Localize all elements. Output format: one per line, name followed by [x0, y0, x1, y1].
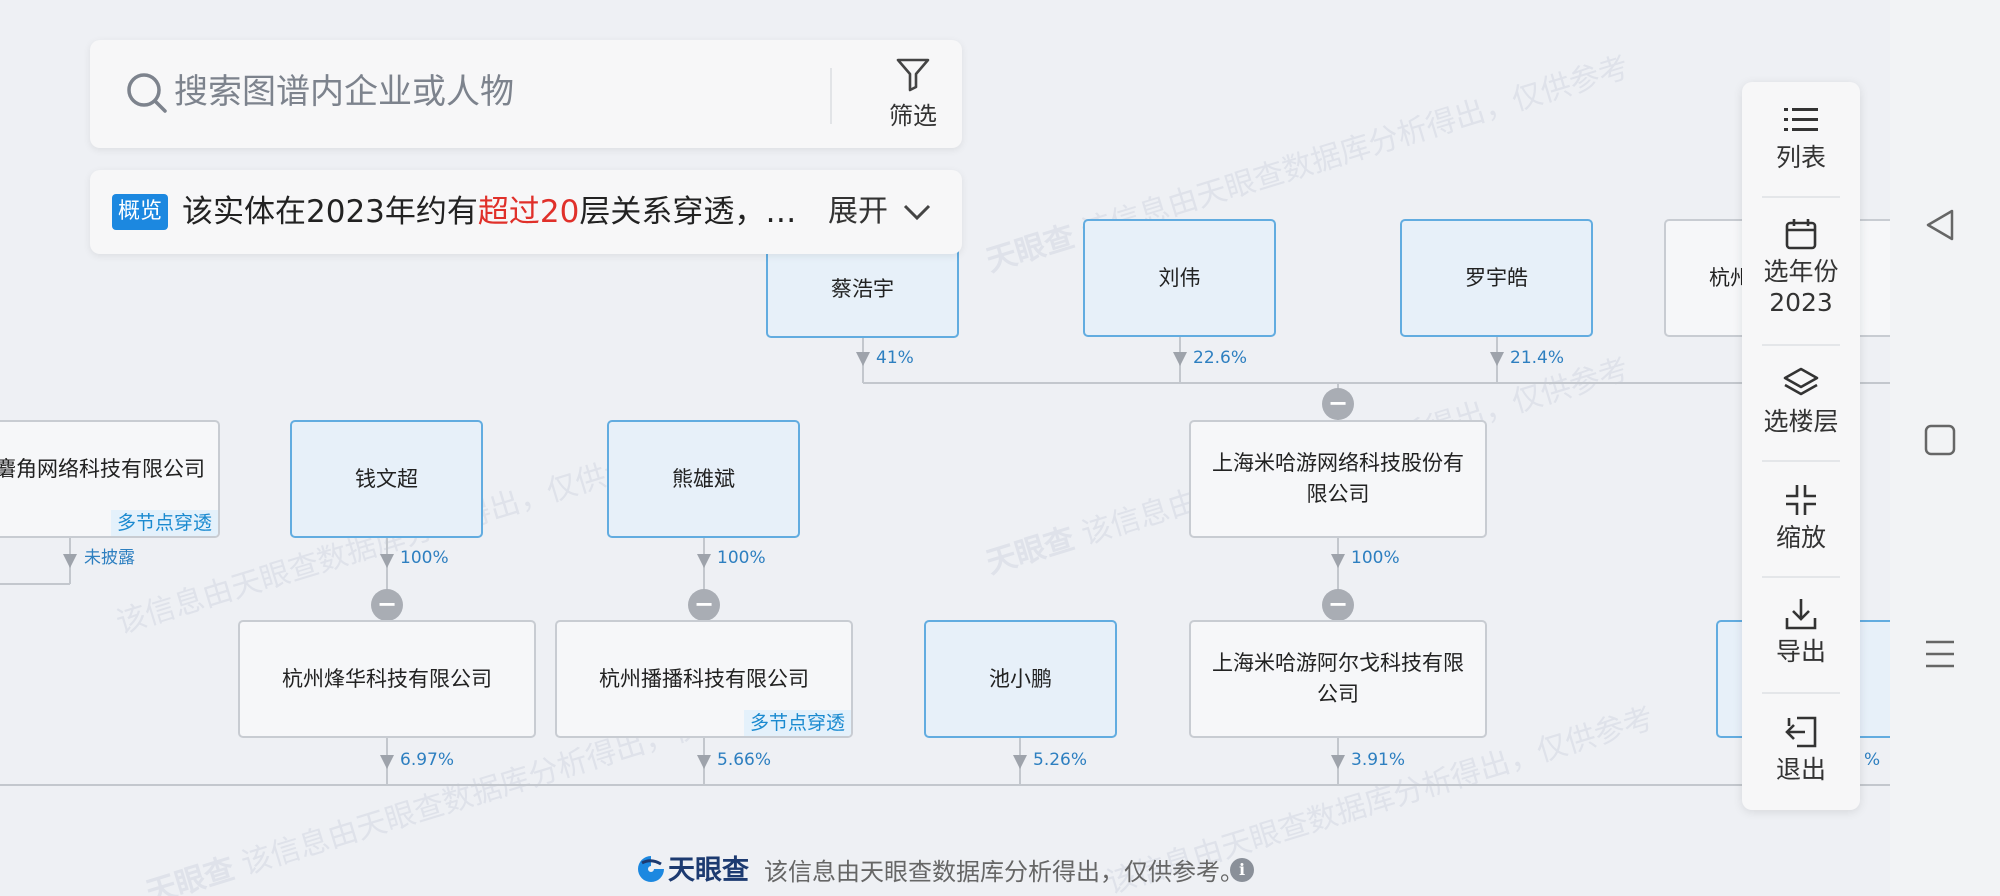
equity-percent: 5.26% — [1033, 750, 1088, 770]
equity-percent: 100% — [400, 548, 449, 568]
edge-arrow — [1013, 755, 1027, 769]
export-button[interactable]: 导出 — [1742, 596, 1860, 667]
disclaimer-text: 该信息由天眼查数据库分析得出，仅供参考。 — [764, 858, 1244, 886]
overview-text: 该实体在2023年约有超过20层关系穿透，… — [182, 194, 797, 230]
list-icon — [1784, 108, 1818, 131]
list-button[interactable]: 列表 — [1742, 102, 1860, 173]
divider — [830, 68, 832, 124]
brand-logo: 天眼查 — [636, 854, 749, 888]
company-node[interactable]: 麏角网络科技有限公司多节点穿透 — [0, 420, 220, 538]
floor-select-button[interactable]: 选楼层 — [1742, 366, 1860, 437]
collapse-button[interactable]: − — [688, 589, 720, 621]
equity-percent: 41% — [876, 348, 914, 368]
person-node[interactable]: 熊雄斌 — [607, 420, 800, 538]
search-icon[interactable] — [126, 72, 168, 114]
chevron-down-icon[interactable] — [902, 200, 932, 224]
zoom-button[interactable]: 缩放 — [1742, 482, 1860, 553]
equity-percent: 22.6% — [1193, 348, 1248, 368]
expand-button[interactable]: 展开 — [828, 194, 888, 229]
equity-percent: 5.66% — [717, 750, 772, 770]
system-nav-bar — [1890, 0, 2000, 896]
menu-icon[interactable] — [1920, 634, 1960, 674]
overview-banner: 概览 该实体在2023年约有超过20层关系穿透，… 展开 — [90, 170, 962, 254]
equity-percent: 100% — [1351, 548, 1400, 568]
equity-percent: 3.91% — [1351, 750, 1406, 770]
person-node[interactable]: 钱文超 — [290, 420, 483, 538]
undisclosed-label: 未披露 — [84, 548, 135, 568]
info-icon[interactable]: i — [1230, 858, 1254, 882]
search-bar: 搜索图谱内企业或人物 筛选 — [90, 40, 962, 148]
collapse-button[interactable]: − — [1322, 589, 1354, 621]
company-node[interactable]: 上海米哈游网络科技股份有限公司 — [1189, 420, 1487, 538]
equity-percent: % — [1864, 750, 1881, 770]
multi-node-tag[interactable]: 多节点穿透 — [743, 710, 851, 736]
download-icon — [1785, 599, 1817, 630]
footer-disclaimer: 天眼查 该信息由天眼查数据库分析得出，仅供参考。 i — [0, 842, 1890, 896]
edge-arrow — [1331, 554, 1345, 568]
filter-button[interactable]: 筛选 — [868, 56, 958, 136]
calendar-icon — [1785, 219, 1817, 250]
collapse-button[interactable]: − — [371, 589, 403, 621]
edge-arrow — [380, 755, 394, 769]
edge-arrow — [1331, 755, 1345, 769]
tianyancha-logo-icon — [638, 856, 664, 882]
edge-arrow — [380, 554, 394, 568]
person-node[interactable]: 刘伟 — [1083, 219, 1276, 337]
overview-badge: 概览 — [112, 194, 169, 230]
home-icon[interactable] — [1920, 420, 1960, 460]
multi-node-tag[interactable]: 多节点穿透 — [110, 510, 218, 536]
relationship-graph-canvas[interactable]: 天眼查 该信息由天眼查数据库分析得出，仅供参考 天眼查 该信息由天眼查数据库分析… — [0, 0, 1890, 896]
equity-percent: 21.4% — [1510, 348, 1565, 368]
shrink-icon — [1786, 485, 1816, 515]
edge-arrow — [1173, 352, 1187, 366]
edge-arrow — [697, 755, 711, 769]
person-node[interactable]: 蔡浩宇 — [766, 240, 959, 338]
person-node[interactable]: 池小鹏 — [924, 620, 1117, 738]
exit-button[interactable]: 退出 — [1742, 714, 1860, 785]
equity-percent: 100% — [717, 548, 766, 568]
edge-arrow — [1490, 352, 1504, 366]
exit-icon — [1785, 716, 1817, 748]
person-node[interactable]: 罗宇皓 — [1400, 219, 1593, 337]
company-node[interactable]: 上海米哈游阿尔戈科技有限公司 — [1189, 620, 1487, 738]
filter-icon — [896, 58, 930, 92]
edge-arrow — [63, 554, 77, 568]
collapse-button[interactable]: − — [1322, 388, 1354, 420]
layers-icon — [1783, 367, 1819, 396]
company-node[interactable]: 杭州烽华科技有限公司 — [238, 620, 536, 738]
edge-arrow — [856, 352, 870, 366]
equity-percent: 6.97% — [400, 750, 455, 770]
edge-arrow — [697, 554, 711, 568]
back-icon[interactable] — [1920, 205, 1960, 245]
search-input[interactable]: 搜索图谱内企业或人物 — [174, 72, 514, 112]
company-node[interactable]: 杭州播播科技有限公司多节点穿透 — [555, 620, 853, 738]
